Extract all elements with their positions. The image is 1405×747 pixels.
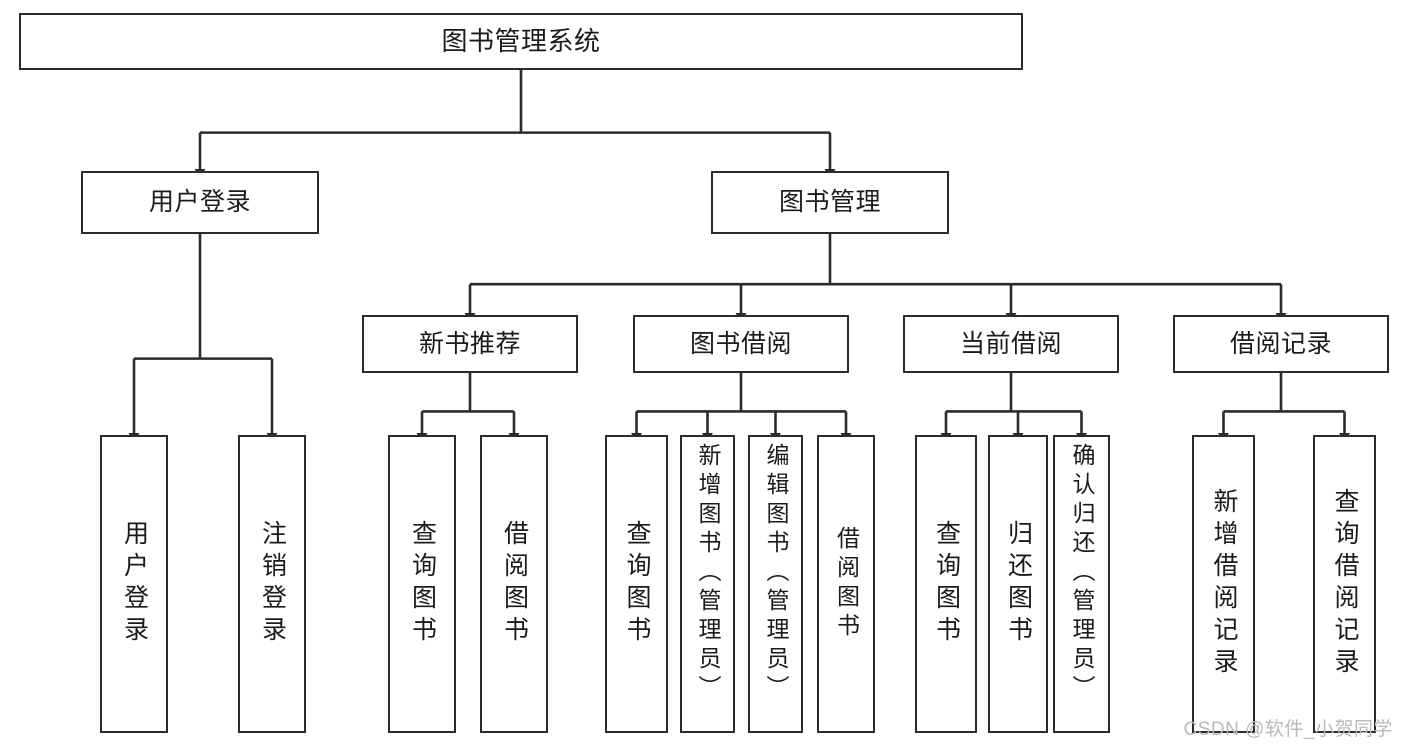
- node-label: 新书推荐: [418, 329, 521, 358]
- node-label: 当前借阅: [959, 329, 1062, 358]
- node-borrow-record[interactable]: 借阅记录: [1173, 315, 1389, 373]
- node-label: 归还图书: [1004, 520, 1033, 648]
- node-current-borrow[interactable]: 当前借阅: [903, 315, 1119, 373]
- node-label: 用户登录: [148, 188, 251, 216]
- node-label: 新增借阅记录: [1210, 488, 1238, 680]
- node-book-borrow[interactable]: 图书借阅: [633, 315, 849, 373]
- node-label: 查询借阅记录: [1331, 488, 1359, 680]
- node-label: 借阅图书: [500, 520, 529, 648]
- node-leaf-user-login[interactable]: 用户登录: [100, 435, 168, 733]
- node-leaf-query-book-2[interactable]: 查询图书: [605, 435, 668, 733]
- node-leaf-query-book-3[interactable]: 查询图书: [915, 435, 977, 733]
- node-leaf-borrow-book-1[interactable]: 借阅图书: [480, 435, 548, 733]
- node-leaf-edit-book[interactable]: 编辑图书（管理员）: [748, 435, 803, 733]
- node-label: 确认归还（管理员）: [1069, 443, 1095, 704]
- node-label: 图书借阅: [689, 329, 792, 358]
- node-label: 借阅记录: [1229, 329, 1332, 358]
- node-leaf-logout[interactable]: 注销登录: [238, 435, 306, 733]
- node-leaf-confirm-return[interactable]: 确认归还（管理员）: [1053, 435, 1110, 733]
- node-leaf-borrow-book-2[interactable]: 借阅图书: [817, 435, 875, 733]
- node-label: 新增图书（管理员）: [695, 443, 721, 704]
- node-root[interactable]: 图书管理系统: [19, 13, 1023, 70]
- node-leaf-add-book[interactable]: 新增图书（管理员）: [680, 435, 735, 733]
- node-leaf-query-record[interactable]: 查询借阅记录: [1313, 435, 1376, 733]
- node-leaf-query-book-1[interactable]: 查询图书: [388, 435, 456, 733]
- node-label: 查询图书: [623, 520, 651, 648]
- node-label: 用户登录: [120, 520, 149, 648]
- node-label: 查询图书: [932, 520, 961, 648]
- node-label: 编辑图书（管理员）: [763, 443, 789, 704]
- node-label: 注销登录: [258, 520, 287, 648]
- node-new-book-rec[interactable]: 新书推荐: [362, 315, 578, 373]
- node-leaf-return-book[interactable]: 归还图书: [988, 435, 1048, 733]
- node-label: 查询图书: [408, 520, 437, 648]
- node-book-manage[interactable]: 图书管理: [711, 171, 949, 234]
- node-user-login[interactable]: 用户登录: [81, 171, 319, 234]
- node-label: 图书管理: [778, 188, 881, 216]
- node-label: 图书管理系统: [441, 26, 601, 57]
- node-label: 借阅图书: [833, 526, 860, 642]
- node-leaf-add-record[interactable]: 新增借阅记录: [1192, 435, 1255, 733]
- watermark-text: CSDN @软件_小贺同学: [1183, 719, 1393, 740]
